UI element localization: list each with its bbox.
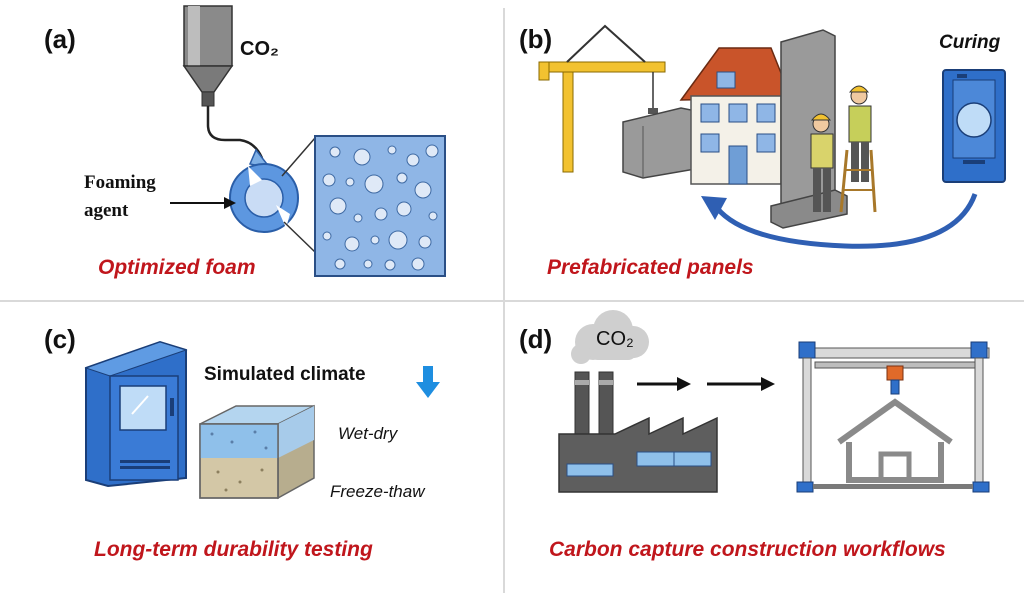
co2-cloud-label: CO₂ [596, 328, 634, 350]
return-arrow [715, 193, 978, 249]
panel-c-tag: (c) [44, 324, 76, 354]
panel-d: (d) [505, 302, 1024, 601]
panel-a-tag: (a) [44, 24, 76, 54]
panel-c-illustration [84, 340, 440, 500]
caption-optimized-foam: Optimized foam [98, 256, 256, 279]
panel-d-illustration [558, 310, 990, 493]
co2-cylinder [182, 5, 234, 107]
curing-chamber [942, 69, 1006, 183]
foaming-agent-label-line1: Foaming [84, 172, 156, 193]
prefab-panel [770, 29, 848, 229]
panel-a: (a) [0, 0, 503, 300]
climate-chamber [84, 340, 188, 488]
wet-dry-label: Wet-dry [338, 424, 398, 443]
tower-crane [538, 24, 666, 173]
panel-d-tag: (d) [519, 324, 553, 354]
caption-prefabricated-panels: Prefabricated panels [547, 256, 754, 279]
freeze-thaw-label: Freeze-thaw [330, 482, 425, 501]
panel-b-tag: (b) [519, 24, 553, 54]
panel-a-illustration [170, 5, 446, 277]
factory [558, 371, 718, 493]
down-arrow-icon [416, 366, 440, 398]
co2-cloud [571, 310, 649, 364]
gas-line [206, 106, 264, 159]
horizontal-divider [0, 300, 1024, 302]
caption-durability-testing: Long-term durability testing [94, 538, 373, 561]
foam-mixer [229, 163, 299, 233]
foam-block [314, 135, 446, 277]
foaming-agent-label-line2: agent [84, 200, 129, 221]
process-arrows [637, 377, 775, 391]
zoom-line-bottom [283, 221, 316, 253]
co2-label: CO₂ [240, 38, 279, 60]
simulated-climate-label: Simulated climate [204, 364, 366, 385]
printed-house [837, 398, 953, 483]
curing-label: Curing [939, 32, 1001, 53]
house [679, 47, 793, 185]
zoom-line-top [281, 137, 316, 177]
panel-b-illustration [538, 24, 1006, 249]
concrete-slabs [622, 107, 702, 179]
return-arrowhead [701, 196, 727, 220]
agent-arrowhead [224, 197, 236, 209]
caption-carbon-capture: Carbon capture construction workflows [549, 538, 946, 561]
sample-cube [199, 404, 315, 500]
printer-gantry [796, 341, 990, 493]
panel-b: (b) [505, 0, 1024, 300]
panel-c: (c) [0, 302, 503, 601]
workers [810, 85, 877, 213]
